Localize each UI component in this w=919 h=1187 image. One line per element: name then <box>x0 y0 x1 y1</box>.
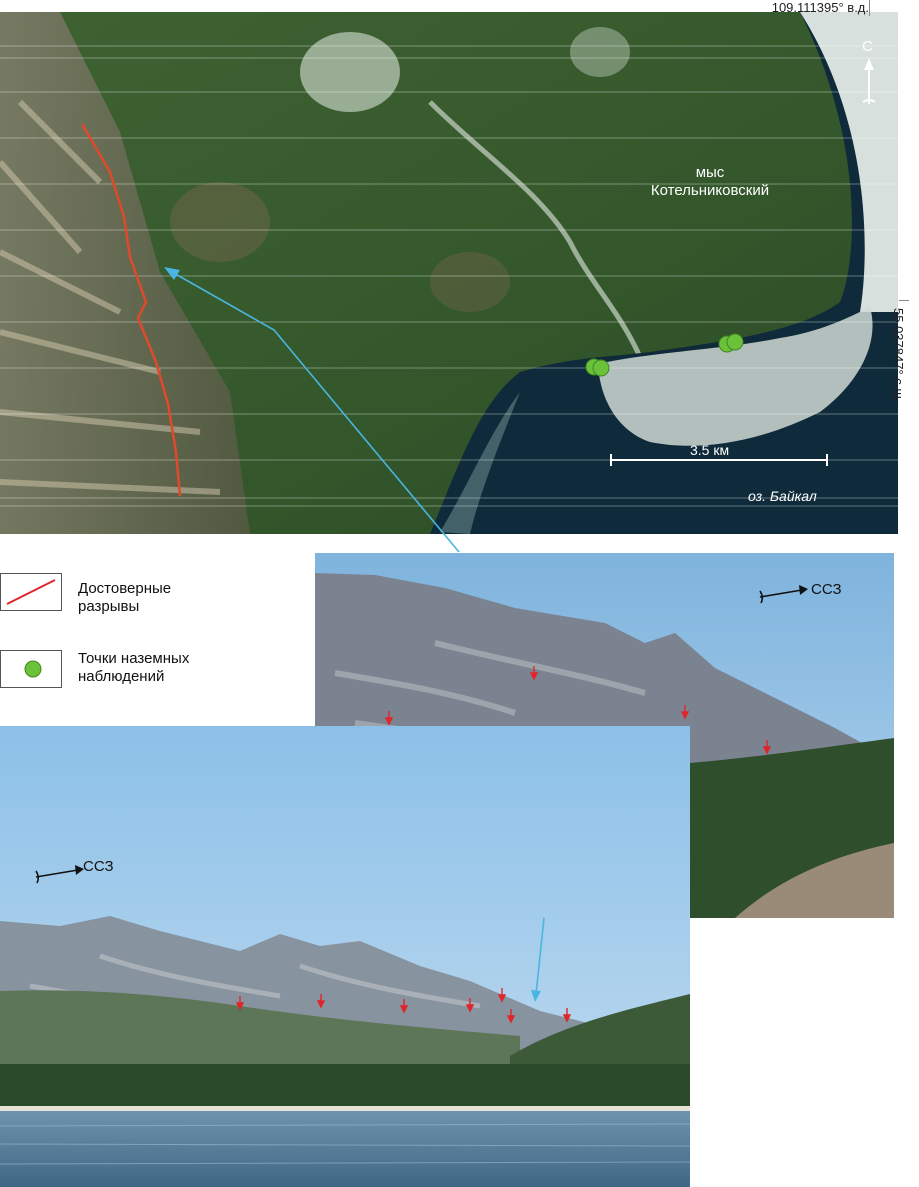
observation-point <box>592 359 610 377</box>
lake-surface <box>0 1111 690 1187</box>
direction-arrow-icon <box>759 585 808 604</box>
cape-label: мыс Котельниковский <box>620 164 800 200</box>
pointer-line-to-map <box>171 271 460 553</box>
wave-lines <box>0 1123 690 1165</box>
fault-line <box>80 123 182 497</box>
foothills <box>0 990 520 1071</box>
legend-fault-label: Достоверные разрывы <box>78 580 172 615</box>
cape-label-line1: мыс <box>695 164 725 181</box>
river <box>428 100 643 359</box>
photo1-direction-label: ССЗ <box>811 581 842 598</box>
scan-lines <box>0 45 898 507</box>
direction-arrow-icon <box>35 865 84 884</box>
satellite-map <box>0 12 898 534</box>
bare-ridge <box>735 843 894 918</box>
forest-hill <box>510 994 690 1071</box>
observation-point <box>726 333 744 351</box>
shallow-water <box>440 392 520 534</box>
latitude-tick <box>899 300 909 301</box>
pointer-arrowhead-icon <box>164 267 180 280</box>
cloud <box>570 27 630 77</box>
longitude-tick <box>869 0 870 16</box>
legend-fault-swatch <box>0 573 62 611</box>
longitude-label: 109.111395° в.д. <box>771 0 869 15</box>
pointer-arrowhead-icon <box>531 990 541 1002</box>
legend-points-label: Точки наземных наблюдений <box>78 650 190 685</box>
shallow-water <box>800 12 898 312</box>
cloud <box>300 32 400 112</box>
photo-lake-panorama <box>0 726 690 1187</box>
terrain-patch <box>170 182 270 262</box>
forest-shoreline <box>0 1064 690 1106</box>
cape-label-line2: Котельниковский <box>650 182 770 199</box>
beach <box>0 1106 690 1111</box>
lake-label: оз. Байкал <box>748 488 817 504</box>
terrain-patch <box>430 252 510 312</box>
photo2-direction-label: ССЗ <box>83 858 114 875</box>
fault-arrows <box>235 988 572 1024</box>
north-arrow-icon <box>862 58 876 104</box>
legend-points-swatch <box>0 650 62 688</box>
scale-label: 3.5 км <box>690 442 730 458</box>
scale-bar <box>610 454 828 466</box>
pointer-line-to-photo <box>535 917 545 995</box>
north-label: С <box>862 38 873 55</box>
mountain-ridges <box>0 99 221 495</box>
shallow-water <box>598 307 873 446</box>
